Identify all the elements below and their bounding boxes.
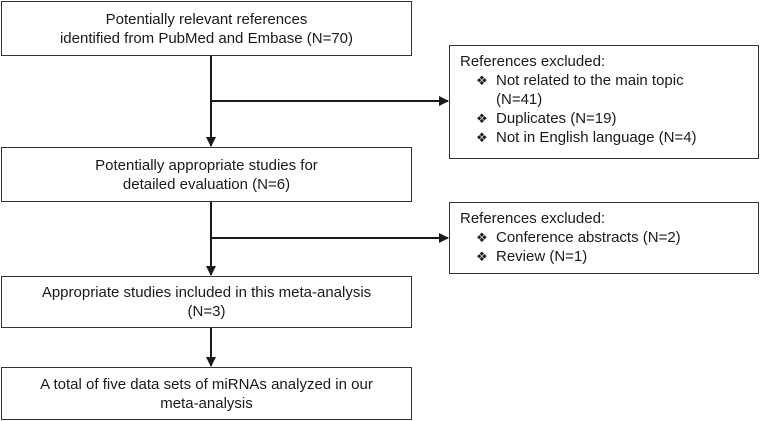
step-text: meta-analysis [160, 394, 253, 412]
exclusion-item-text: Conference abstracts (N=2) [496, 229, 681, 246]
step-text: Appropriate studies included in this met… [41, 284, 372, 301]
exclusion-item: ❖ Conference abstracts (N=2) [460, 228, 748, 247]
bullet-diamond-icon: ❖ [476, 230, 488, 245]
bullet-diamond-icon: ❖ [476, 130, 488, 145]
exclusion-item: ❖ Duplicates (N=19) [460, 109, 748, 128]
bullet-diamond-icon: ❖ [476, 111, 488, 126]
step-box-evaluation: Potentially appropriate studies for deta… [1, 147, 412, 202]
exclusion-heading: References excluded: [460, 53, 606, 70]
step-box-included: Appropriate studies included in this met… [1, 276, 412, 328]
bullet-diamond-icon: ❖ [476, 249, 488, 264]
step-box-analyzed: A total of five data sets of miRNAs anal… [1, 367, 412, 420]
exclusion-item-text: Not related to the main topic [496, 72, 684, 89]
exclusion-heading: References excluded: [460, 210, 606, 227]
exclusion-item: ❖ Review (N=1) [460, 247, 748, 266]
exclusion-box-first: References excluded: ❖ Not related to th… [449, 45, 759, 159]
step-box-identified: Potentially relevant references identifi… [1, 1, 412, 56]
exclusion-item: ❖ Not in English language (N=4) [460, 128, 748, 147]
exclusion-item-text: Review (N=1) [496, 248, 588, 265]
exclusion-box-second: References excluded: ❖ Conference abstra… [449, 202, 759, 274]
step-text: Potentially appropriate studies for [95, 156, 318, 174]
bullet-diamond-icon: ❖ [476, 73, 488, 88]
step-text: (N=3) [187, 303, 226, 320]
step-text: A total of five data sets of miRNAs anal… [40, 375, 373, 393]
step-text: Potentially relevant references [105, 10, 308, 28]
exclusion-list: ❖ Conference abstracts (N=2) ❖ Review (N… [460, 228, 748, 266]
step-text: detailed evaluation (N=6) [122, 175, 291, 193]
exclusion-list: ❖ Not related to the main topic (N=41) ❖… [460, 71, 748, 147]
exclusion-item-text: Duplicates (N=19) [496, 110, 617, 127]
exclusion-item-text: Not in English language (N=4) [496, 129, 697, 146]
step-text: identified from PubMed and Embase (N=70) [59, 29, 354, 47]
exclusion-item: ❖ Not related to the main topic (N=41) [460, 71, 748, 109]
exclusion-item-text: (N=41) [496, 91, 543, 108]
